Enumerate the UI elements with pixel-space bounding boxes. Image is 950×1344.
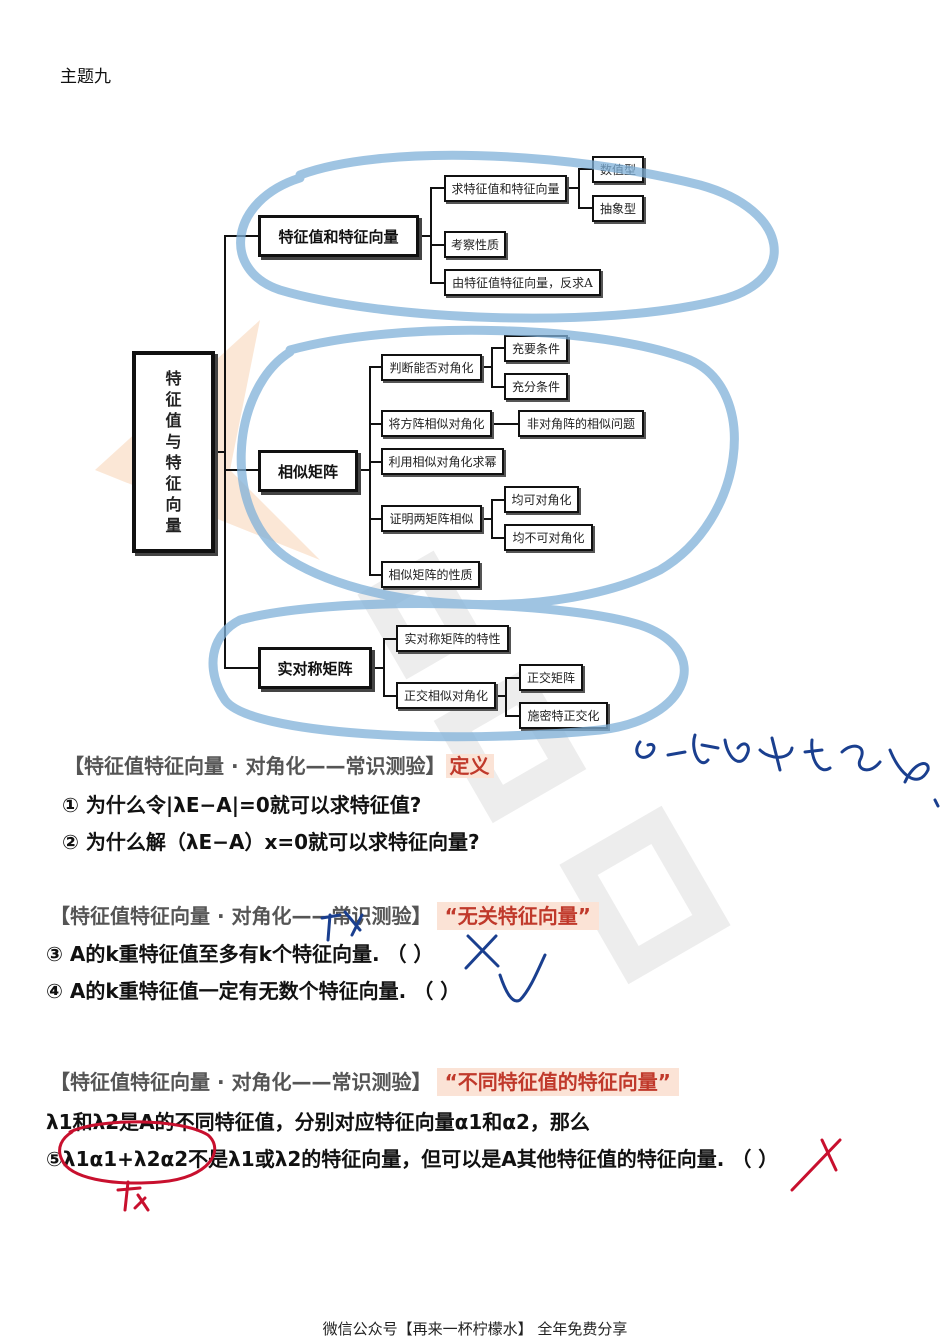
section-heading: 【特征值特征向量 · 对角化——常识测验】 xyxy=(50,904,432,928)
branch-similar: 相似矩阵 xyxy=(258,450,358,492)
node-both-non-diag: 均不可对角化 xyxy=(504,524,593,551)
node-judge-diag: 判断能否对角化 xyxy=(381,354,482,381)
root-char: 征 xyxy=(165,390,182,409)
section-heading: 【特征值特征向量 · 对角化——常识测验】 xyxy=(64,754,446,778)
node-prove-similar: 证明两矩阵相似 xyxy=(381,505,482,532)
section-tag: “不同特征值的特征向量” xyxy=(436,1068,679,1096)
section-heading: 【特征值特征向量 · 对角化——常识测验】 xyxy=(50,1070,432,1094)
root-char: 量 xyxy=(165,516,182,535)
node-diagonalize: 将方阵相似对角化 xyxy=(381,410,492,437)
node-find-eigen: 求特征值和特征向量 xyxy=(444,175,567,202)
page-footer: 微信公众号【再来一杯柠檬水】 全年免费分享 xyxy=(322,1320,628,1338)
node-sufficient: 充分条件 xyxy=(504,373,568,400)
node-orthogonal-diag: 正交相似对角化 xyxy=(396,682,496,709)
question-4: ④ A的k重特征值一定有无数个特征向量. （ ） xyxy=(46,979,461,1003)
question-1: ① 为什么令|λE−A|=0就可以求特征值? xyxy=(62,793,422,817)
section-definition: 【特征值特征向量 · 对角化——常识测验】定义 xyxy=(64,750,494,779)
node-non-diag-similar: 非对角阵的相似问题 xyxy=(518,410,644,437)
branch-real-symmetric: 实对称矩阵 xyxy=(258,647,372,689)
node-orthogonal-matrix: 正交矩阵 xyxy=(519,664,583,691)
section-tag: 定义 xyxy=(445,754,494,778)
node-both-diag: 均可对角化 xyxy=(504,486,579,513)
root-char: 值 xyxy=(165,411,182,430)
node-abstract: 抽象型 xyxy=(592,195,644,222)
node-power: 利用相似对角化求幂 xyxy=(381,448,504,475)
node-necessary-sufficient: 充要条件 xyxy=(504,335,568,362)
question-3: ③ A的k重特征值至多有k个特征向量. （ ） xyxy=(46,942,434,966)
node-symmetric-traits: 实对称矩阵的特性 xyxy=(396,625,509,652)
mind-map: 特 征 值 与 特 征 向 量 特征值和特征向量 求特征值和特征向量 考察性质 … xyxy=(132,156,644,729)
branch-eigen: 特征值和特征向量 xyxy=(258,215,419,257)
mindmap-root: 特 征 值 与 特 征 向 量 xyxy=(132,351,215,553)
node-similar-props: 相似矩阵的性质 xyxy=(381,561,480,588)
root-char: 向 xyxy=(165,495,182,514)
page-topic: 主题九 xyxy=(60,67,111,87)
root-char: 征 xyxy=(165,474,182,493)
section-tag: “无关特征向量” xyxy=(436,902,599,930)
node-inverse: 由特征值特征向量，反求A xyxy=(444,269,601,296)
node-properties: 考察性质 xyxy=(444,231,506,258)
question-2: ② 为什么解（λE−A）x=0就可以求特征向量? xyxy=(62,830,480,854)
root-char: 特 xyxy=(165,369,182,388)
root-char: 特 xyxy=(165,453,182,472)
root-char: 与 xyxy=(165,432,182,451)
section-independent: 【特征值特征向量 · 对角化——常识测验】 “无关特征向量” xyxy=(50,900,599,930)
section-different-eigen: 【特征值特征向量 · 对角化——常识测验】 “不同特征值的特征向量” xyxy=(50,1066,679,1096)
node-schmidt: 施密特正交化 xyxy=(519,702,608,729)
question-5: ⑤λ1α1+λ2α2不是λ1或λ2的特征向量，但可以是A其他特征值的特征向量. … xyxy=(46,1147,779,1171)
